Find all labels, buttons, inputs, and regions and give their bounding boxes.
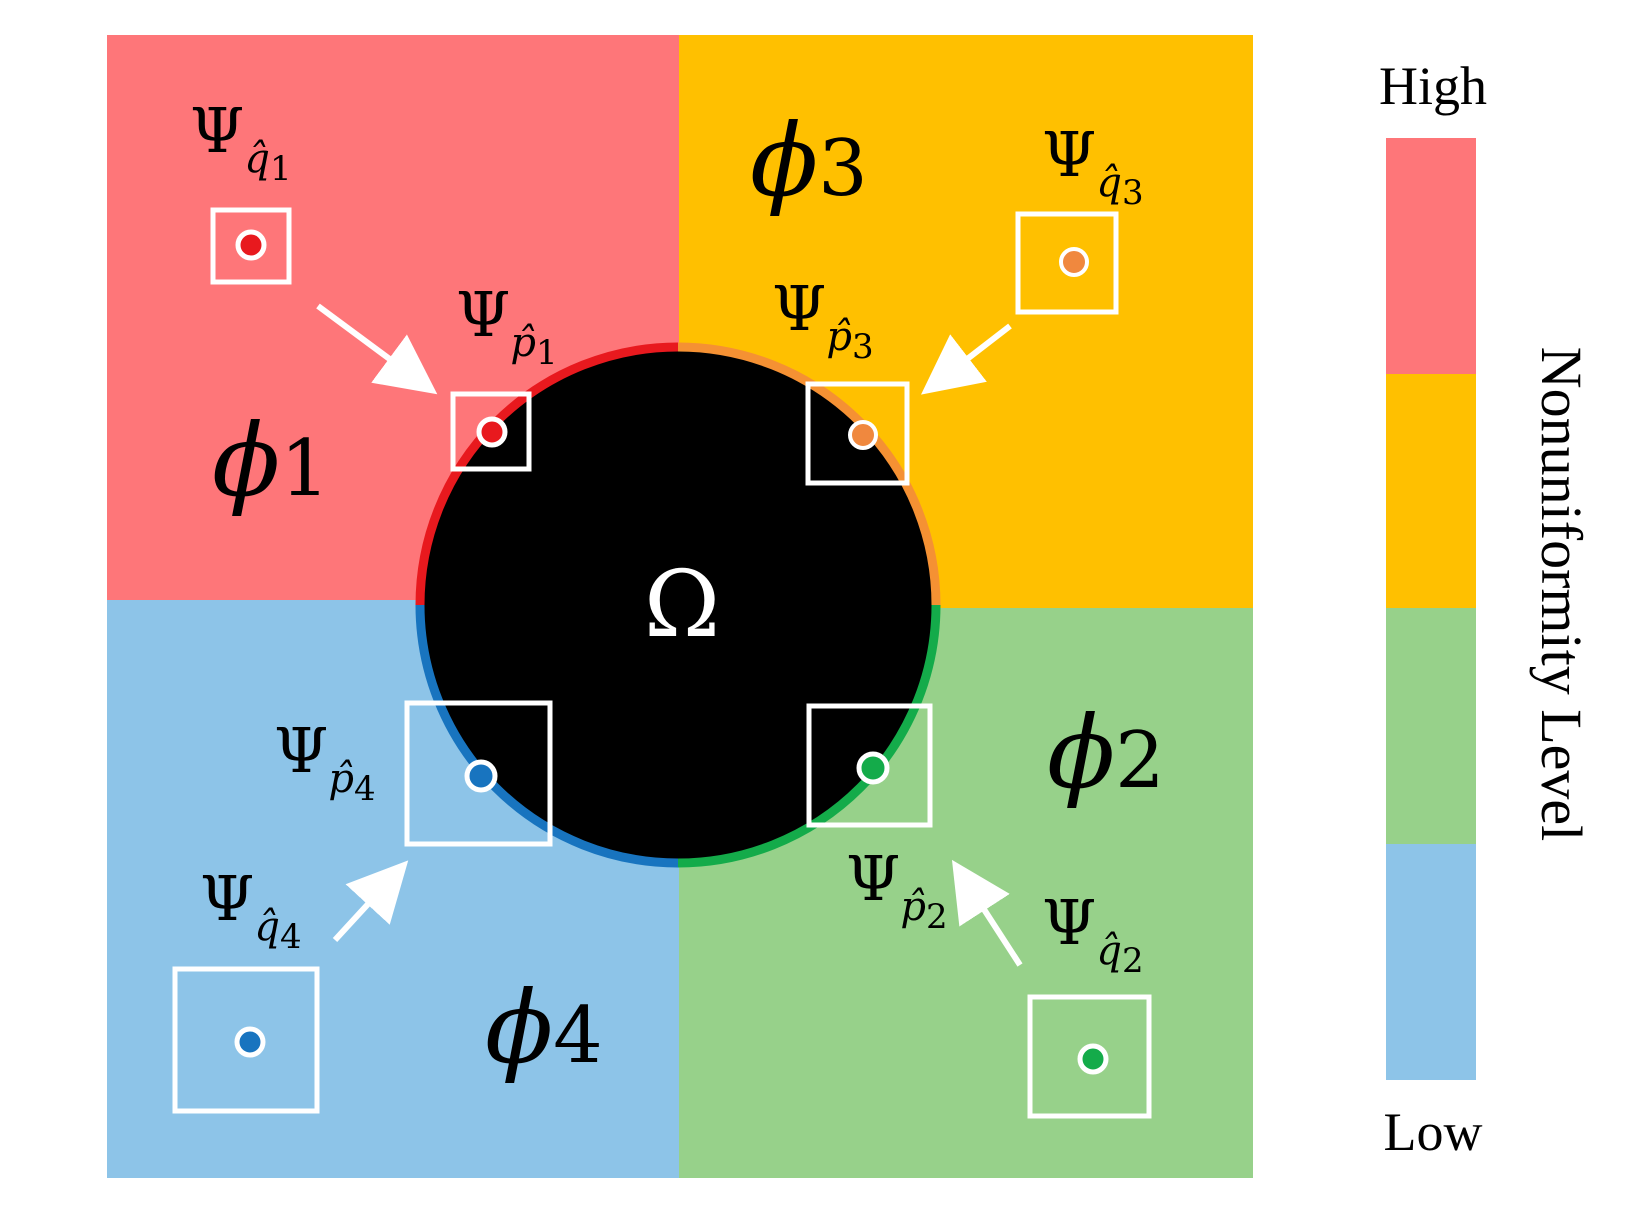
- patch-box-p2: [806, 703, 933, 828]
- legend-high-label: High: [1379, 56, 1487, 116]
- patch-box-q4: [172, 966, 320, 1114]
- legend-swatch-high: [1386, 138, 1476, 374]
- boundary-arc-blue: [415, 604, 679, 868]
- hole-label: Ω: [644, 551, 720, 658]
- patch-label-p4: Ψp̂4: [274, 714, 376, 809]
- arrow-q3-to-p3: [920, 323, 1012, 395]
- arrow-q1-to-p1: [316, 303, 438, 395]
- region-label-phi4: ϕ4: [485, 969, 603, 1086]
- patch-label-q4: Ψq̂4: [200, 862, 302, 957]
- patch-dot-p4: [464, 759, 498, 793]
- legend-swatch-upper-mid: [1386, 374, 1476, 608]
- arrow-q4-to-p4: [332, 860, 409, 943]
- legend-axis-label: Nonuniformity Level: [1529, 347, 1594, 842]
- patch-dot-q2: [1077, 1043, 1109, 1075]
- patch-label-p1: Ψp̂1: [456, 278, 558, 373]
- region-label-phi1: ϕ1: [212, 402, 330, 519]
- region-label-phi2: ϕ2: [1047, 694, 1165, 811]
- patch-label-p3: Ψp̂3: [772, 272, 874, 367]
- boundary-arc-green: [677, 604, 941, 868]
- patch-dot-q4: [234, 1026, 266, 1058]
- patch-dot-q1: [235, 229, 267, 261]
- patch-box-q1: [210, 207, 292, 285]
- patch-box-p3: [805, 381, 910, 486]
- legend-swatch-lower-mid: [1386, 608, 1476, 844]
- patch-box-q2: [1027, 994, 1152, 1119]
- patch-dot-q3: [1059, 247, 1089, 277]
- patch-box-p1: [450, 391, 532, 472]
- patch-dot-p2: [856, 751, 890, 785]
- patch-label-q3: Ψq̂3: [1042, 118, 1144, 213]
- patch-box-q3: [1015, 211, 1119, 315]
- patch-box-p4: [404, 700, 553, 847]
- patch-dot-p3: [848, 420, 878, 450]
- nonuniformity-legend: High Low Nonuniformity Level: [1379, 56, 1594, 1162]
- legend-swatch-low: [1386, 844, 1476, 1080]
- patch-label-q2: Ψq̂2: [1042, 886, 1144, 981]
- patch-dot-p1: [476, 416, 508, 448]
- legend-low-label: Low: [1384, 1102, 1483, 1162]
- region-label-phi3: ϕ3: [750, 102, 868, 219]
- patch-label-q1: Ψq̂1: [190, 94, 292, 189]
- arrow-q2-to-p2: [951, 859, 1023, 967]
- patch-label-p2: Ψp̂2: [846, 842, 948, 937]
